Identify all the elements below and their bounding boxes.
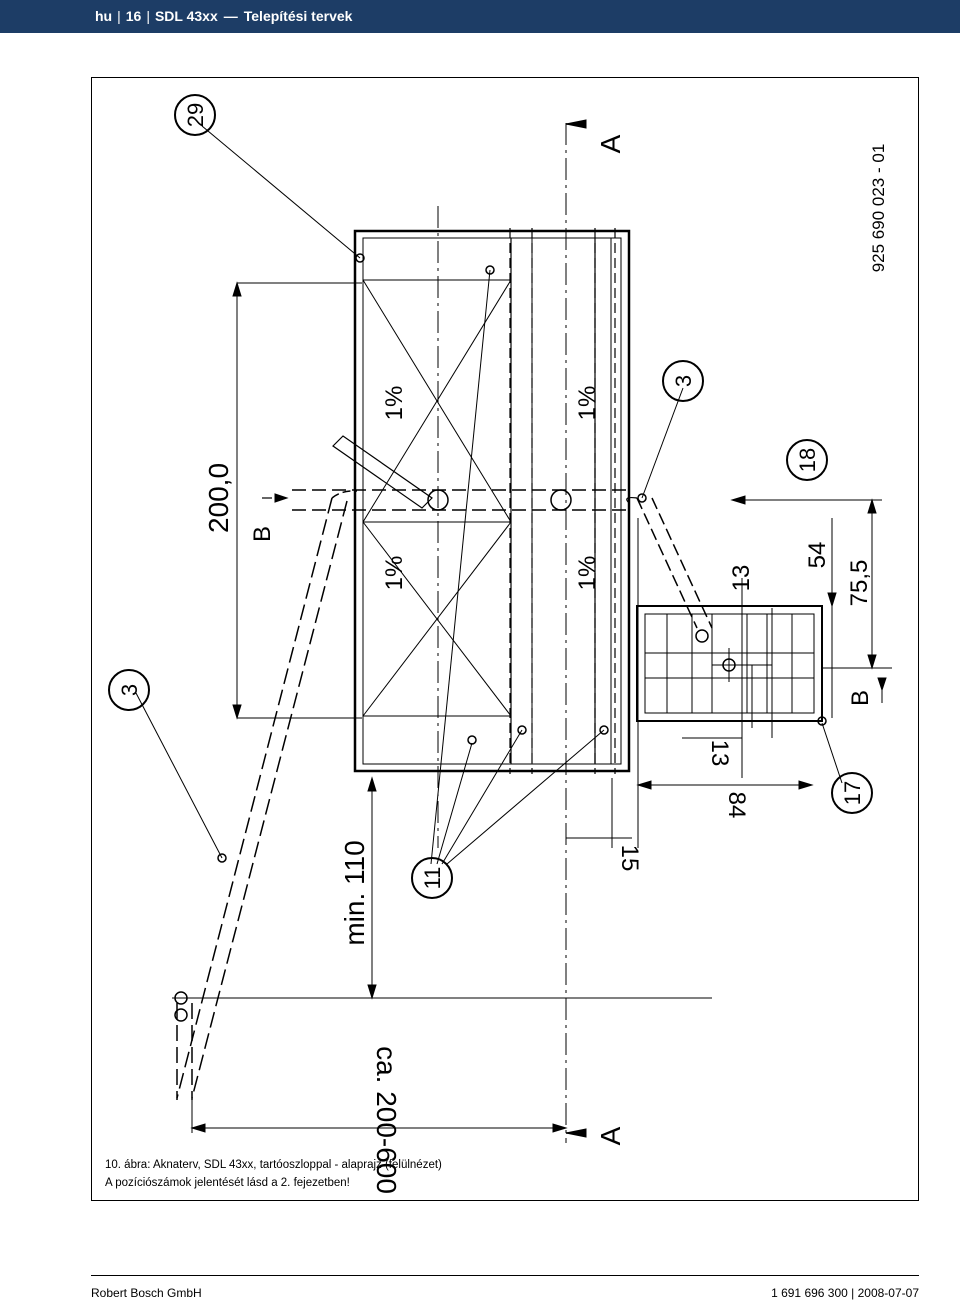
callout-17: 17: [840, 781, 865, 805]
callout-3-left: 3: [117, 684, 142, 696]
callout-18: 18: [795, 448, 820, 472]
section-label-a-top: A: [595, 134, 626, 153]
slope-label: 1%: [381, 386, 408, 421]
callout-circle-29: [174, 94, 216, 136]
dim-54: 54: [804, 542, 831, 569]
caption-line-1: 10. ábra: Aknaterv, SDL 43xx, tartóoszlo…: [105, 1159, 442, 1171]
column-base: [636, 605, 823, 722]
header-dash: —: [223, 8, 238, 24]
header-product: SDL 43xx: [154, 8, 218, 24]
page-header: hu|16|SDL 43xx—Telepítési tervek: [0, 0, 960, 33]
dim-13-top: 13: [728, 565, 755, 592]
callout-circle-3-left: [108, 669, 150, 711]
header-text: hu|16|SDL 43xx—Telepítési tervek: [95, 8, 352, 24]
callout-circle-11: [411, 857, 453, 899]
dim-ca-200-600: ca. 200-600: [371, 1046, 402, 1194]
section-label-b-left: B: [249, 526, 276, 542]
section-label-b-right: B: [847, 690, 874, 706]
dim-200: 200,0: [203, 463, 234, 533]
drawing-frame: 29 3 3 18 17 11 925 690 023 - 01 A A B B…: [91, 77, 919, 1201]
callout-circle-17: [831, 772, 873, 814]
dim-75-5: 75,5: [846, 560, 873, 607]
slope-label: 1%: [574, 386, 601, 421]
slope-label: 1%: [574, 556, 601, 591]
pipe-left: [176, 497, 333, 1099]
header-separator: |: [117, 8, 121, 24]
footer-rule: [91, 1275, 919, 1276]
pit-outer: [353, 229, 631, 773]
drain-circle: [550, 489, 572, 511]
dim-15: 15: [616, 845, 643, 872]
header-page-number: 16: [125, 8, 142, 24]
header-lang: hu: [95, 8, 113, 24]
callout-circle-18: [786, 439, 828, 481]
technical-drawing: 29 3 3 18 17 11 925 690 023 - 01 A A B B…: [108, 94, 892, 1194]
pit-inner: [362, 237, 622, 765]
callout-circle-3-top: [662, 360, 704, 402]
footer-docref: 1 691 696 300 | 2008-07-07: [771, 1286, 919, 1300]
header-separator: |: [146, 8, 150, 24]
figure-caption: 10. ábra: Aknaterv, SDL 43xx, tartóoszlo…: [105, 1156, 442, 1192]
dim-13-bottom: 13: [706, 740, 733, 767]
drawing-number: 925 690 023 - 01: [869, 144, 888, 273]
callout-29: 29: [183, 103, 208, 127]
section-label-a-bottom: A: [595, 1126, 626, 1145]
footer-company: Robert Bosch GmbH: [91, 1286, 202, 1300]
caption-line-2: A pozíciószámok jelentését lásd a 2. fej…: [105, 1177, 350, 1189]
dim-min-110: min. 110: [339, 840, 370, 945]
callout-3-top: 3: [671, 375, 696, 387]
dim-84: 84: [723, 792, 750, 819]
callout-11: 11: [420, 867, 445, 890]
header-title: Telepítési tervek: [243, 8, 353, 24]
slope-label: 1%: [381, 556, 408, 591]
